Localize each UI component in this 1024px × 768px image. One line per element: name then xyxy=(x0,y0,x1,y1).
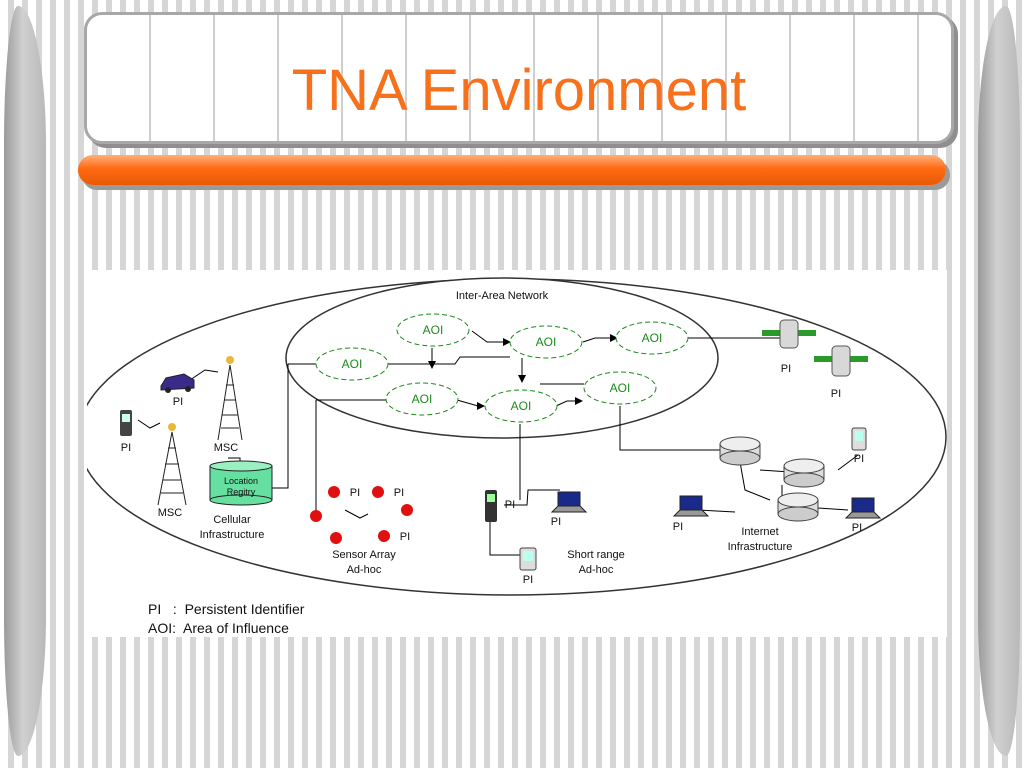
cell-phone-icon xyxy=(485,490,497,522)
aoi-label: AOI xyxy=(342,357,363,371)
router-icon xyxy=(783,458,825,488)
accent-bar xyxy=(78,155,946,185)
location-registry-database: Location Regitry xyxy=(209,460,273,506)
car-icon xyxy=(160,373,195,393)
cellular-infrastructure-line1: Cellular xyxy=(213,514,251,526)
laptop-icon xyxy=(844,497,882,519)
aoi-label: AOI xyxy=(642,331,663,345)
msc-label: MSC xyxy=(158,507,183,519)
aoi-node: AOI xyxy=(615,321,689,355)
pda-icon xyxy=(519,547,537,571)
aoi-label: AOI xyxy=(423,323,444,337)
left-decorative-pillar xyxy=(4,6,46,756)
satellite-icon xyxy=(814,345,868,377)
aoi-label: AOI xyxy=(610,381,631,395)
router-icon xyxy=(777,492,819,522)
aoi-node: AOI xyxy=(385,382,459,416)
short-range-line2: Ad-hoc xyxy=(579,564,614,576)
pi-label: PI xyxy=(394,487,404,499)
aoi-label: AOI xyxy=(412,392,433,406)
title-banner: TNA Environment xyxy=(84,12,954,144)
sensor-array-line1: Sensor Array xyxy=(332,549,396,561)
internet-infrastructure-line2: Infrastructure xyxy=(728,541,793,553)
pda-icon xyxy=(851,427,867,451)
laptop-icon xyxy=(550,491,588,513)
pi-label: PI xyxy=(523,574,533,586)
pi-label: PI xyxy=(854,453,864,465)
sensor-array-line2: Ad-hoc xyxy=(347,564,382,576)
aoi-node: AOI xyxy=(315,347,389,381)
diagram-canvas: Inter-Area Network AOI xyxy=(87,277,947,596)
aoi-node: AOI xyxy=(484,389,558,423)
aoi-label: AOI xyxy=(511,399,532,413)
pi-label: PI xyxy=(121,442,131,454)
aoi-node: AOI xyxy=(583,371,657,405)
pi-label: PI xyxy=(551,516,561,528)
legend-pi: PI : Persistent Identifier xyxy=(148,601,305,617)
internet-infrastructure-line1: Internet xyxy=(741,526,778,538)
sensor-node xyxy=(310,510,322,522)
aoi-label: AOI xyxy=(536,335,557,349)
pi-label: PI xyxy=(173,396,183,408)
right-decorative-pillar xyxy=(978,6,1020,756)
cell-tower-icon xyxy=(157,423,187,506)
pi-label: PI xyxy=(673,521,683,533)
location-registry-line1: Location xyxy=(224,476,258,486)
router-icon xyxy=(719,436,761,466)
pi-label: PI xyxy=(505,499,515,511)
short-range-line1: Short range xyxy=(567,549,624,561)
pi-label: PI xyxy=(781,363,791,375)
pi-label: PI xyxy=(400,531,410,543)
cell-phone-icon xyxy=(120,410,132,436)
cellular-infrastructure-line2: Infrastructure xyxy=(200,529,265,541)
sensor-node xyxy=(401,504,413,516)
pi-label: PI xyxy=(350,487,360,499)
laptop-icon xyxy=(672,495,710,517)
sensor-node xyxy=(372,486,384,498)
aoi-node: AOI xyxy=(396,313,470,347)
sensor-node xyxy=(330,532,342,544)
legend: PI : Persistent Identifier AOI: Area of … xyxy=(148,600,304,638)
pi-label: PI xyxy=(831,388,841,400)
sensor-node xyxy=(328,486,340,498)
aoi-node: AOI xyxy=(509,325,583,359)
satellite-icon xyxy=(762,319,816,349)
legend-aoi: AOI: Area of Influence xyxy=(148,620,289,636)
inter-area-network-label: Inter-Area Network xyxy=(456,290,549,302)
slide-title: TNA Environment xyxy=(291,58,747,123)
pi-label: PI xyxy=(852,522,862,534)
msc-label: MSC xyxy=(214,442,239,454)
network-diagram: Inter-Area Network AOI xyxy=(87,270,947,637)
sensor-array xyxy=(310,486,413,544)
sensor-node xyxy=(378,530,390,542)
location-registry-line2: Regitry xyxy=(227,487,256,497)
cell-tower-icon xyxy=(217,356,243,441)
